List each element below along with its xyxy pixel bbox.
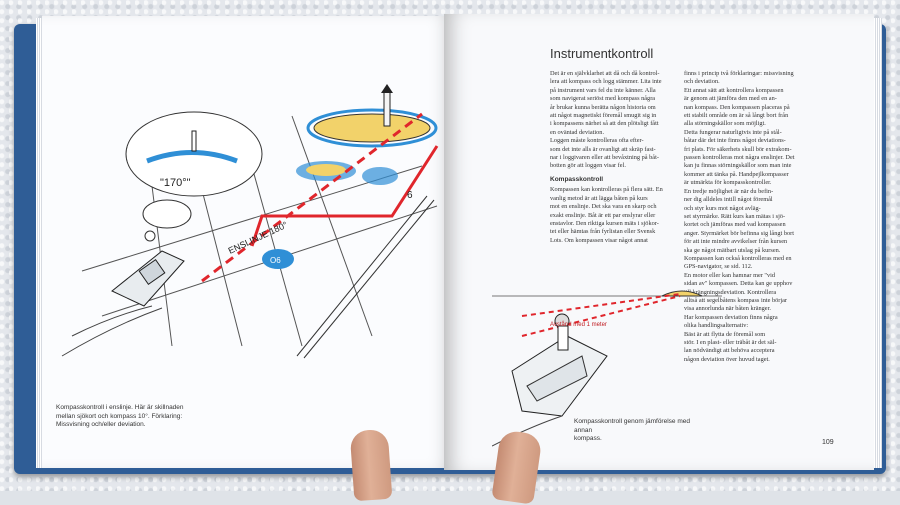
text-line: att något magnetiskt föremål smugit sig … — [550, 112, 657, 120]
page-title: Instrumentkontroll — [550, 46, 654, 61]
text-line: exakt enslinje. Båt är ett par enslyrar … — [550, 211, 656, 219]
text-line: olika handlingsalternativ: — [684, 322, 749, 330]
text-line: någon deviation över huvud taget. — [684, 355, 770, 363]
right-page: Instrumentkontroll Det är en självklarhe… — [444, 14, 874, 470]
text-line: nan kompass. Den kompassen placeras på — [684, 103, 790, 111]
text-column-1: Det är en självklarhet att då och då kon… — [550, 70, 672, 245]
text-line: fri plats. För säkerhets skull bör extra… — [684, 145, 792, 153]
text-line: mot en enslinje. Det ska vara en skarp o… — [550, 203, 657, 211]
text-line: som navigerat seriöst med kompass några — [550, 95, 656, 103]
bubble-text: "170°" — [160, 177, 191, 189]
buoy-label: O6 — [270, 256, 281, 265]
text-line: kan ju finnas störningskällor som man in… — [684, 162, 792, 170]
text-line: vanlig metod är att lägga båten på kurs — [550, 194, 648, 202]
text-line: till krängningsdeviation. Kontrollera — [684, 288, 777, 296]
left-caption: Kompasskontroll i enslinje. Här är skill… — [56, 404, 246, 430]
text-line: sidan av" kompassen. Detta kan ge upphov — [684, 280, 793, 288]
caption-line: Kompasskontroll genom jämförelse med ann… — [574, 418, 690, 434]
text-line: är genom att jämföra den med en an- — [684, 95, 777, 103]
text-line: ner dig alldeles intill något föremål — [684, 196, 773, 204]
text-line: för att inte mindre avvikelser från kurs… — [684, 238, 788, 246]
text-line: och deviation. — [684, 78, 720, 86]
chart-number: 6 — [407, 190, 413, 201]
text-line: ska ge något mätbart utslag på kursen. — [684, 246, 781, 254]
text-line: kommer att tänka på. Handpejlkompasser — [684, 170, 789, 178]
figure-label: Avstånd med 1 meter — [550, 321, 607, 328]
text-line: och styr kurs mot något avläg- — [684, 204, 761, 212]
text-line: ett stabilt område om är så långt bort f… — [684, 112, 789, 120]
text-line: alla störningskällor som möjligt. — [684, 120, 766, 128]
text-line: visa annorlunda när båten kränger. — [684, 305, 771, 313]
text-line: Har kompassen deviation finns några — [684, 313, 778, 321]
second-compass-illustration: Avstånd med 1 meter — [492, 290, 722, 447]
left-page: ENSLINJE 180° 6 O6 "170°" Kompasskontrol… — [42, 16, 452, 468]
left-thumb — [349, 428, 393, 502]
right-caption: Kompasskontroll genom jämförelse med ann… — [574, 418, 704, 444]
text-line: en oväntad deviation. — [550, 128, 605, 136]
text-line: som det inte alls är ovanligt att skräp … — [550, 145, 656, 153]
caption-line: kompass. — [574, 435, 602, 443]
compass-check-illustration: ENSLINJE 180° 6 O6 "170°" — [61, 84, 439, 359]
text-line: lera att kompass och logg stämmer. Lita … — [550, 78, 662, 86]
text-line: set styrmärke. Rätt kurs kan mätas i sjö… — [684, 212, 786, 220]
text-line: nar i loggivaren eller att bevåxtning på… — [550, 154, 659, 162]
page-edges-right — [872, 18, 882, 468]
text-line: Ett annat sätt att kontrollera kompassen — [684, 86, 784, 94]
text-line: passen kontrolleras mot några enslinjer.… — [684, 154, 795, 162]
text-line: på instrument vars fel du inte känner. A… — [550, 86, 656, 94]
text-line: En motor eller kan hamnar mer "vid — [684, 271, 776, 279]
text-column-2: finns i princip två förklaringar: missvi… — [684, 70, 806, 364]
caption-line: mellan sjökort och kompass 10°. Förklari… — [56, 412, 183, 420]
text-line: år brukar kunna berätta någon historia o… — [550, 103, 656, 111]
text-line: kortet och jämföras med vad kompassen — [684, 221, 786, 229]
text-line: Kompassen kan också kontrolleras med en — [684, 254, 792, 262]
text-line: stör. I en plast- eller träbåt är det sä… — [684, 339, 777, 346]
page-edges-left — [36, 18, 46, 468]
text-line: Bäst är att flytta de föremål som — [684, 330, 766, 338]
caption-line: Kompasskontroll i enslinje. Här är skill… — [56, 404, 184, 411]
text-line: Lots. Om kompassen visar något annat — [550, 236, 648, 244]
text-line: botten gör att loggen visar fel. — [550, 162, 626, 170]
text-line: Kompassen kan kontrolleras på flera sätt… — [550, 186, 663, 194]
text-line: båtar där det inte finns något deviation… — [684, 137, 786, 145]
text-line: är utmärkta för kompasskontroller. — [684, 179, 772, 187]
text-line: anger. Styrmärket bör befinna sig långt … — [684, 229, 794, 237]
text-line: Det är en självklarhet att då och då kon… — [550, 70, 660, 77]
text-line: GPS-navigator, se sid. 112. — [684, 263, 753, 271]
text-line: En tredje möjlighet är när du befin- — [684, 187, 774, 195]
text-line: Detta fungerar naturligtvis inte på stål… — [684, 128, 782, 136]
section-heading: Kompasskontroll — [550, 175, 604, 183]
caption-line: Missvisning och/eller deviation. — [56, 421, 146, 429]
text-line: tet eller hämtas från fyrlistan eller Sv… — [550, 228, 656, 236]
page-number: 109 — [822, 439, 834, 446]
text-line: i kompassens närhet så att den plötsligt… — [550, 120, 659, 128]
text-line: Loggen måste kontrolleras ofta efter- — [550, 137, 644, 145]
text-line: alltså att segelbåtens kompass inte börj… — [684, 296, 787, 304]
text-line: lan nödvändigt att behöva acceptera — [684, 347, 775, 355]
text-line: finns i princip två förklaringar: missvi… — [684, 70, 794, 77]
text-line: enstavlor. Den riktiga kursen mäts i sjö… — [550, 219, 659, 227]
open-book: ENSLINJE 180° 6 O6 "170°" Kompasskontrol… — [14, 14, 888, 476]
